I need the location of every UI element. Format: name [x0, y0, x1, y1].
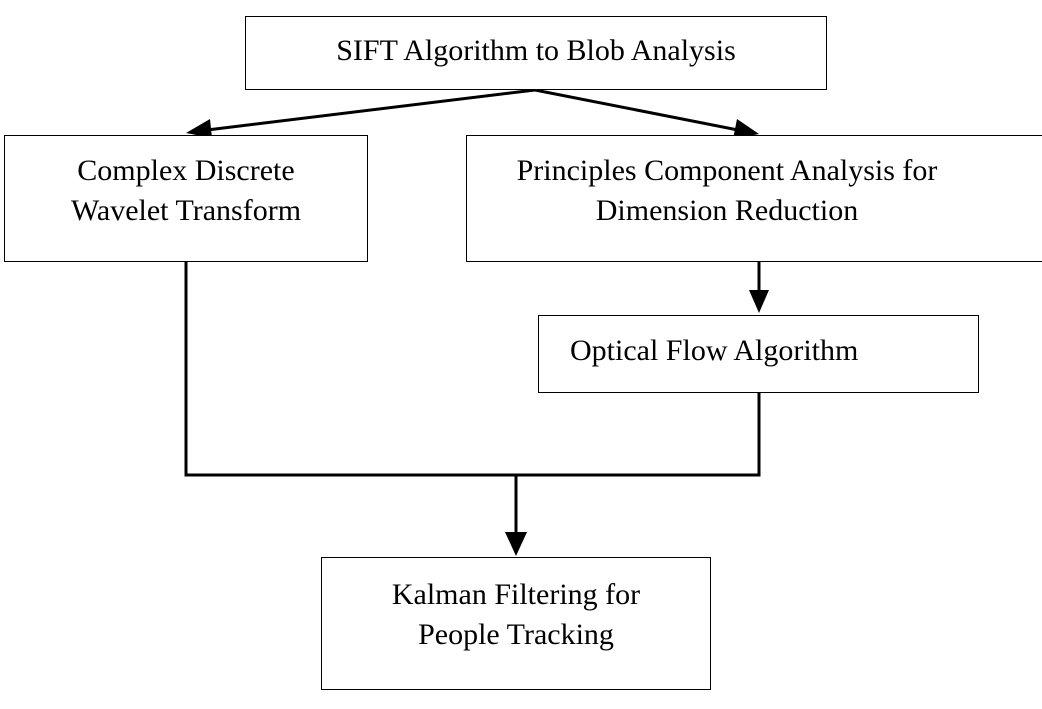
arrow-sift-to-cdwt — [186, 88, 536, 138]
node-cdwt-label-line-2: Wavelet Transform — [70, 194, 302, 227]
node-kalman-label-line-2: People Tracking — [418, 618, 614, 651]
node-complex-discrete-wavelet-transform: Complex Discrete Wavelet Transform — [4, 135, 368, 262]
node-optical-flow-algorithm: Optical Flow Algorithm — [538, 315, 979, 393]
node-sift-label: SIFT Algorithm to Blob Analysis — [336, 34, 736, 67]
node-sift-algorithm: SIFT Algorithm to Blob Analysis — [245, 16, 827, 90]
node-pca-label-line-1: Principles Component Analysis for — [516, 154, 938, 187]
node-kalman-label-line-1: Kalman Filtering for — [391, 578, 641, 611]
node-pca-label-line-2: Dimension Reduction — [595, 194, 859, 227]
line-optical-flow-to-merge — [516, 393, 761, 477]
arrow-merge-to-kalman — [505, 475, 527, 556]
node-principal-component-analysis: Principles Component Analysis for Dimens… — [466, 135, 1042, 262]
node-optical-flow-label: Optical Flow Algorithm — [570, 334, 859, 367]
node-cdwt-label-line-1: Complex Discrete — [77, 154, 295, 187]
arrow-sift-to-pca — [534, 88, 759, 139]
line-cdwt-to-merge — [184, 262, 516, 477]
arrow-pca-to-optical-flow — [749, 262, 769, 313]
node-kalman-filtering: Kalman Filtering for People Tracking — [321, 557, 711, 690]
